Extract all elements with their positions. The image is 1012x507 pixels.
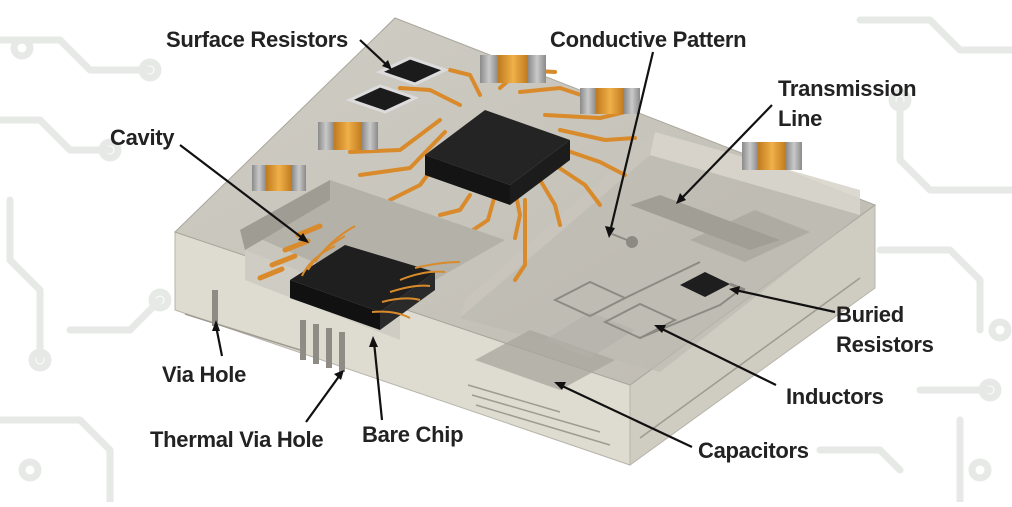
label-buried-resistors-1: Buried <box>836 302 904 327</box>
label-inductors: Inductors <box>786 384 884 409</box>
label-thermal-via-hole: Thermal Via Hole <box>150 427 324 452</box>
label-bare-chip: Bare Chip <box>362 422 464 447</box>
label-cavity: Cavity <box>110 125 175 150</box>
via-hole <box>212 290 218 326</box>
leader-conductive-pattern <box>608 51 655 233</box>
leader-buried-resistors <box>734 288 836 314</box>
cutaway-section <box>460 132 860 390</box>
inductor-patterns <box>552 233 741 340</box>
leader-lines <box>179 39 836 448</box>
leader-transmission-line <box>679 104 773 201</box>
surface-components <box>252 55 802 191</box>
label-transmission-line-1: Transmission <box>778 76 917 101</box>
leader-thermal-via-hole <box>305 374 341 423</box>
label-capacitors: Capacitors <box>698 438 809 463</box>
surface-resistors <box>345 56 450 114</box>
label-buried-resistors-2: Resistors <box>836 332 934 357</box>
label-surface-resistors: Surface Resistors <box>166 27 348 52</box>
background-circuit-pattern <box>0 16 1012 506</box>
leader-inductors <box>659 327 777 386</box>
leader-capacitors <box>559 384 693 448</box>
leader-cavity <box>179 144 306 241</box>
label-conductive-pattern: Conductive Pattern <box>550 27 747 52</box>
bare-chip <box>290 225 461 330</box>
transmission-line <box>630 195 780 250</box>
label-via-hole: Via Hole <box>162 362 247 387</box>
leader-arrowheads <box>212 60 740 390</box>
top-chip <box>425 110 570 205</box>
leader-bare-chip <box>372 341 384 421</box>
thermal-via-holes <box>300 320 345 372</box>
label-transmission-line-2: Line <box>778 106 823 131</box>
